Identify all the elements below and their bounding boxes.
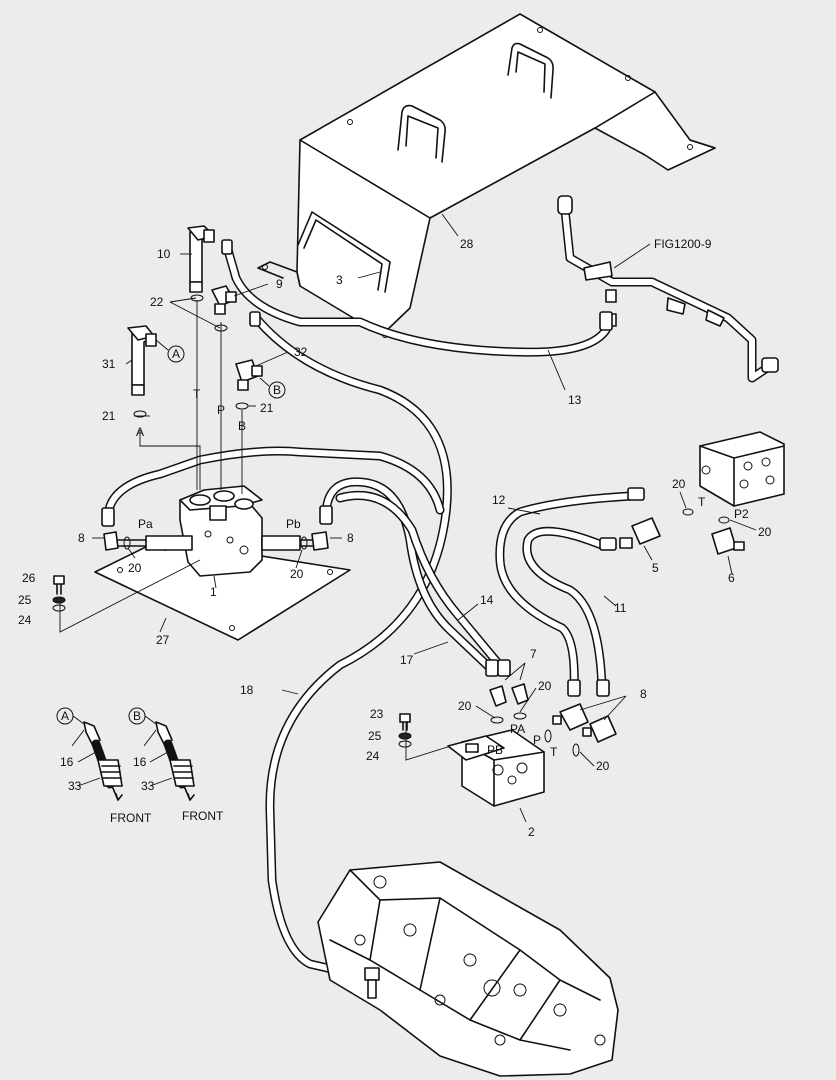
main-control-valve: [317, 861, 619, 1077]
circle-refs: [56, 339, 286, 725]
port-Pb: Pb: [286, 517, 301, 531]
callout-labels: 1 2 3 5 6 7 8 8 8 9 10 11 12 13 14 16 16…: [18, 237, 772, 839]
label-33b: 33: [141, 779, 155, 793]
label-32: 32: [294, 345, 308, 359]
label-26: 26: [22, 571, 36, 585]
port-PB: PB: [487, 743, 503, 757]
ref-A-2: A: [61, 709, 69, 723]
fig-reference-pipe: [557, 195, 779, 383]
label-8c: 8: [640, 687, 647, 701]
label-20a: 20: [128, 561, 142, 575]
label-25a: 25: [18, 593, 32, 607]
elbow-fittings: [127, 225, 263, 396]
label-9: 9: [276, 277, 283, 291]
fig-reference-label: FIG1200-9: [654, 237, 712, 251]
port-labels: T P B A Pa Pb PA PB P T T P2: [136, 387, 749, 759]
label-20g: 20: [758, 525, 772, 539]
bolts: [52, 575, 412, 748]
leader-lines: [71, 213, 757, 823]
front-label-b: FRONT: [182, 809, 224, 823]
label-5: 5: [652, 561, 659, 575]
label-1: 1: [210, 585, 217, 599]
port-B: B: [238, 419, 246, 433]
label-20c: 20: [458, 699, 472, 713]
label-20f: 20: [672, 477, 686, 491]
label-8b: 8: [347, 531, 354, 545]
port-T-block: T: [550, 745, 558, 759]
label-3: 3: [336, 273, 343, 287]
label-27: 27: [156, 633, 170, 647]
label-11: 11: [614, 601, 627, 615]
port-A: A: [136, 425, 144, 439]
label-12: 12: [492, 493, 506, 507]
port-P2: P2: [734, 507, 749, 521]
circle-ref-labels: A B A B: [61, 347, 281, 723]
label-10: 10: [157, 247, 171, 261]
label-2: 2: [528, 825, 535, 839]
label-7: 7: [530, 647, 537, 661]
label-24b: 24: [366, 749, 380, 763]
label-31: 31: [102, 357, 116, 371]
cover-bracket: [257, 13, 716, 338]
label-20b: 20: [290, 567, 304, 581]
valve-block: [447, 729, 545, 807]
o-rings: [123, 294, 730, 757]
hoses: [103, 245, 637, 981]
label-22: 22: [150, 295, 164, 309]
label-23: 23: [370, 707, 384, 721]
label-24a: 24: [18, 613, 32, 627]
label-6: 6: [728, 571, 735, 585]
label-8a: 8: [78, 531, 85, 545]
label-28: 28: [460, 237, 474, 251]
handrail: [297, 211, 391, 293]
port-T-manifold: T: [698, 495, 706, 509]
detail-hoses: [83, 721, 195, 801]
label-14: 14: [480, 593, 494, 607]
label-33a: 33: [68, 779, 82, 793]
ref-A-1: A: [172, 347, 180, 361]
port-P: P: [217, 403, 225, 417]
ref-B-2: B: [133, 709, 141, 723]
label-13: 13: [568, 393, 582, 407]
label-20e: 20: [596, 759, 610, 773]
label-21a: 21: [102, 409, 116, 423]
label-17: 17: [400, 653, 414, 667]
port-Pa: Pa: [138, 517, 153, 531]
label-20d: 20: [538, 679, 552, 693]
label-16b: 16: [133, 755, 147, 769]
port-PA: PA: [510, 722, 525, 736]
port-T: T: [193, 387, 201, 401]
port-P-block: P: [533, 733, 541, 747]
front-label-a: FRONT: [110, 811, 152, 825]
label-16a: 16: [60, 755, 74, 769]
label-25b: 25: [368, 729, 382, 743]
label-18: 18: [240, 683, 254, 697]
ref-B-1: B: [273, 383, 281, 397]
pilot-valve: [94, 485, 351, 641]
label-21b: 21: [260, 401, 274, 415]
block-elbows: [489, 683, 617, 743]
hose-fittings: [101, 239, 645, 697]
manifold: [619, 431, 785, 555]
